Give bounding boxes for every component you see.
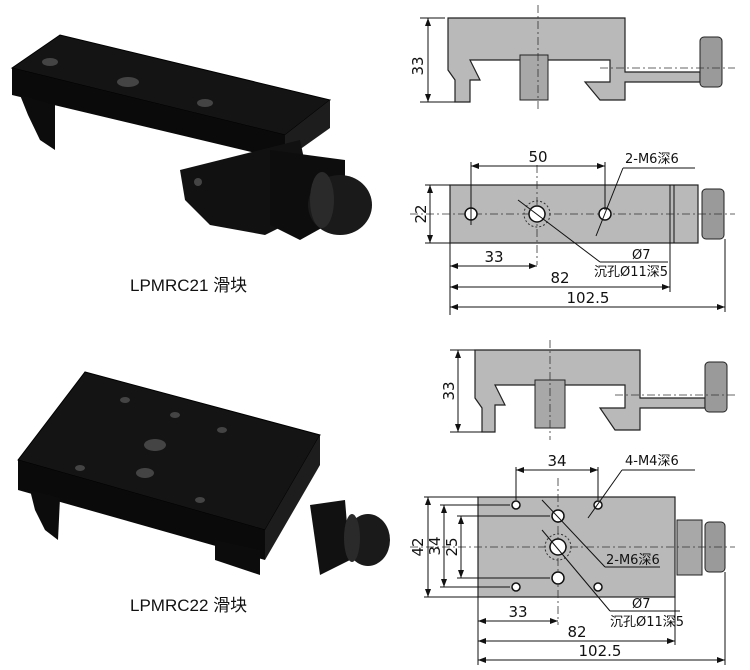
lpmrc22-height-dim: 42 [409, 537, 427, 556]
lpmrc21-top-view [410, 162, 735, 315]
lpmrc22-m6-span-dim: 25 [443, 537, 461, 556]
lpmrc21-side-height-dim: 33 [409, 56, 427, 75]
lpmrc21-counterbore-note: 沉孔Ø11深5 [594, 265, 668, 280]
lpmrc21-thread-note: 2-M6深6 [625, 152, 679, 167]
lpmrc22-side-view [450, 340, 735, 440]
lpmrc22-side-height-dim: 33 [440, 381, 458, 400]
lpmrc22-photo [17, 371, 390, 575]
lpmrc22-top-view [410, 467, 735, 665]
lpmrc21-height-dim: 22 [412, 204, 430, 223]
lpmrc21-hole-note: Ø7 [632, 248, 651, 263]
lpmrc21-body-length-dim: 82 [550, 269, 569, 287]
lpmrc21-hole-spacing-dim: 50 [528, 148, 547, 166]
lpmrc22-caption: LPMRC22 滑块 [130, 596, 247, 615]
lpmrc22-body-length-dim: 82 [567, 623, 586, 641]
lpmrc22-offset-dim: 33 [508, 603, 527, 621]
lpmrc22-m4-span-dim: 34 [426, 536, 444, 555]
lpmrc22-m4-note: 4-M4深6 [625, 454, 679, 469]
lpmrc22-thread-note: 2-M6深6 [606, 553, 660, 568]
lpmrc21-caption: LPMRC21 滑块 [130, 276, 247, 295]
lpmrc22-hole-spacing-dim: 34 [547, 452, 566, 470]
lpmrc22-total-length-dim: 102.5 [579, 642, 622, 660]
lpmrc21-total-length-dim: 102.5 [567, 289, 610, 307]
lpmrc22-counterbore-note: 沉孔Ø11深5 [610, 615, 684, 630]
lpmrc21-offset-dim: 33 [484, 248, 503, 266]
lpmrc21-side-view [420, 5, 735, 110]
lpmrc21-photo [10, 34, 372, 240]
lpmrc22-hole-note: Ø7 [632, 597, 651, 612]
